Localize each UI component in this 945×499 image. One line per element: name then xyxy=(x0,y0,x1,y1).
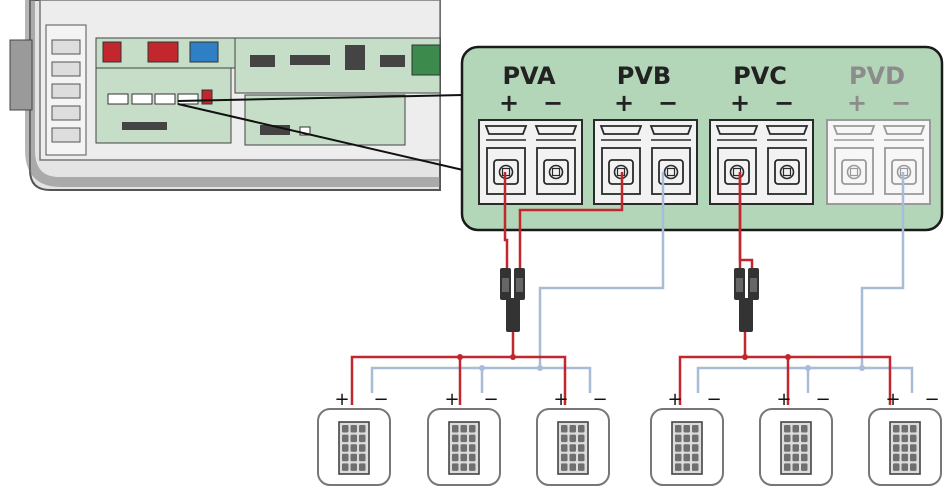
pv-module: +− xyxy=(427,389,501,486)
module-plus: + xyxy=(334,389,349,410)
plus-label: + xyxy=(730,89,750,117)
input-label: PVB xyxy=(617,62,671,90)
y-connector-left xyxy=(500,268,525,332)
module-plus: + xyxy=(553,389,568,410)
minus-label: − xyxy=(658,89,678,117)
pv-modules: +−+−+−+−+−+− xyxy=(317,389,942,486)
module-plus: + xyxy=(667,389,682,410)
minus-clamp xyxy=(649,125,693,195)
plus-clamp xyxy=(832,125,876,195)
plus-label: + xyxy=(614,89,634,117)
input-label: PVA xyxy=(502,62,556,90)
pv-module: +− xyxy=(650,389,724,486)
module-plus: + xyxy=(444,389,459,410)
pv-module: +− xyxy=(536,389,610,486)
module-minus: − xyxy=(373,389,388,410)
input-label: PVC xyxy=(733,62,787,90)
zoom-leader-top xyxy=(177,94,464,102)
module-plus: + xyxy=(776,389,791,410)
module-minus: − xyxy=(815,389,830,410)
minus-clamp xyxy=(534,125,578,195)
wiring xyxy=(350,172,914,405)
pv-module: +− xyxy=(317,389,391,486)
plus-label: + xyxy=(847,89,867,117)
module-minus: − xyxy=(592,389,607,410)
module-minus: − xyxy=(924,389,939,410)
terminal-blocks: PVA+−PVB+−PVC+−PVD+− xyxy=(478,62,931,205)
minus-label: − xyxy=(774,89,794,117)
minus-label: − xyxy=(891,89,911,117)
input-label: PVD xyxy=(849,62,905,90)
terminal-pvc: PVC+− xyxy=(709,62,814,205)
inverter-enclosure xyxy=(9,0,441,191)
pv-module: +− xyxy=(868,389,942,486)
module-plus: + xyxy=(885,389,900,410)
junction-dots-negative xyxy=(479,365,865,371)
plus-label: + xyxy=(499,89,519,117)
module-minus: − xyxy=(706,389,721,410)
junction-dots xyxy=(457,354,791,360)
plus-clamp xyxy=(715,125,759,195)
terminal-pvb: PVB+− xyxy=(593,62,698,205)
module-minus: − xyxy=(483,389,498,410)
y-connector-right xyxy=(734,268,759,332)
minus-label: − xyxy=(543,89,563,117)
zoom-leader-bottom xyxy=(177,103,464,171)
pv-module: +− xyxy=(759,389,833,486)
minus-clamp xyxy=(765,125,809,195)
terminal-pva: PVA+− xyxy=(478,62,583,205)
terminal-pvd: PVD+− xyxy=(826,62,931,205)
